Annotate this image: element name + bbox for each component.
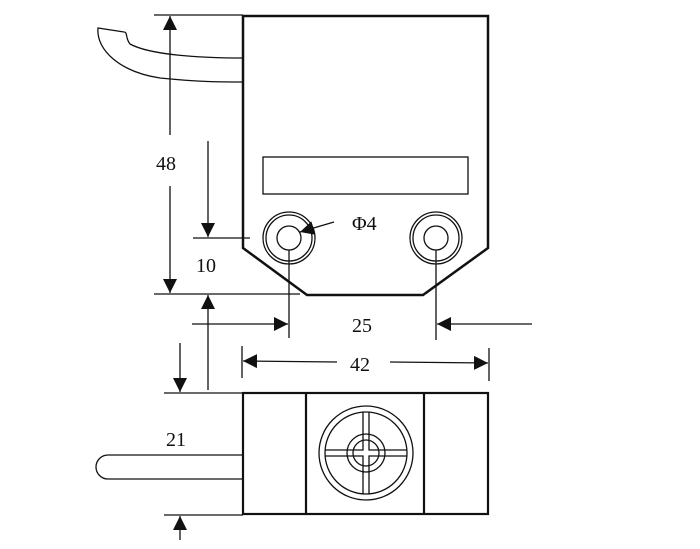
cable-top [97,27,244,83]
sensing-face-target-icon [318,405,414,501]
dimension-10-label: 10 [196,255,216,277]
cable-side [95,454,243,480]
dimension-hole-diameter: Φ4 [299,213,377,235]
dimension-21: 21 [164,343,243,540]
dimension-21-label: 21 [166,429,186,451]
label-slot [262,156,469,195]
dimension-42: 42 [241,346,490,381]
dimension-48-label: 48 [156,153,176,175]
side-body [241,391,490,516]
hole-diameter-label: Φ4 [352,213,377,235]
body-outline [241,14,490,297]
dimension-25: 25 [192,250,532,340]
side-view [95,391,490,516]
dimension-48: 48 [154,14,300,295]
dimension-25-label: 25 [352,315,372,337]
dimension-10: 10 [193,141,250,390]
dimension-42-label: 42 [350,354,370,376]
